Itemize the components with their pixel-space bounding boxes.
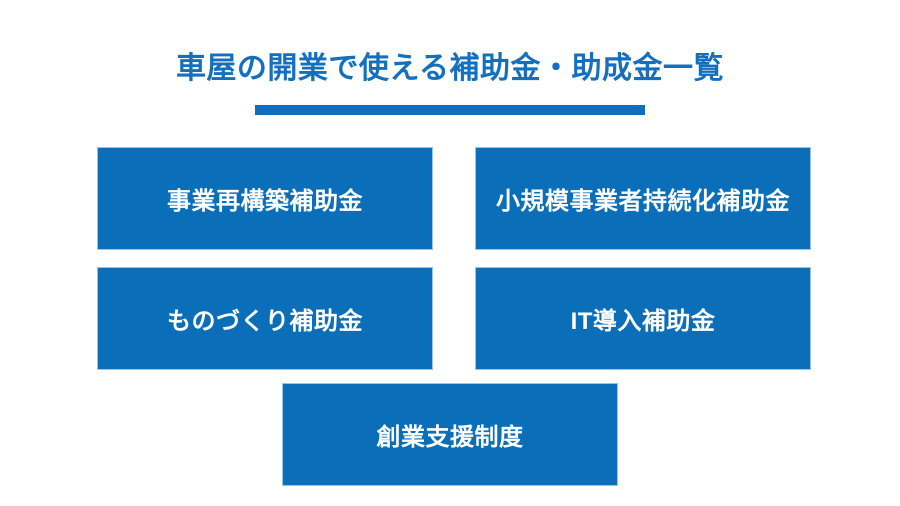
subsidy-box-startup-support: 創業支援制度	[282, 383, 618, 486]
subsidy-box-it-introduction: IT導入補助金	[475, 267, 811, 370]
subsidy-box-business-restructuring: 事業再構築補助金	[97, 147, 433, 250]
subsidy-box-label: 事業再構築補助金	[167, 188, 363, 215]
title-underline-bar	[255, 105, 645, 115]
subsidy-box-label: 小規模事業者持続化補助金	[496, 188, 790, 215]
subsidy-box-label: ものづくり補助金	[167, 308, 363, 335]
subsidy-box-label: 創業支援制度	[376, 424, 524, 451]
subsidy-box-small-business-sustainability: 小規模事業者持続化補助金	[475, 147, 811, 250]
subsidy-box-label: IT導入補助金	[570, 308, 716, 335]
subsidy-box-monozukuri: ものづくり補助金	[97, 267, 433, 370]
page-title: 車屋の開業で使える補助金・助成金一覧	[175, 52, 725, 85]
